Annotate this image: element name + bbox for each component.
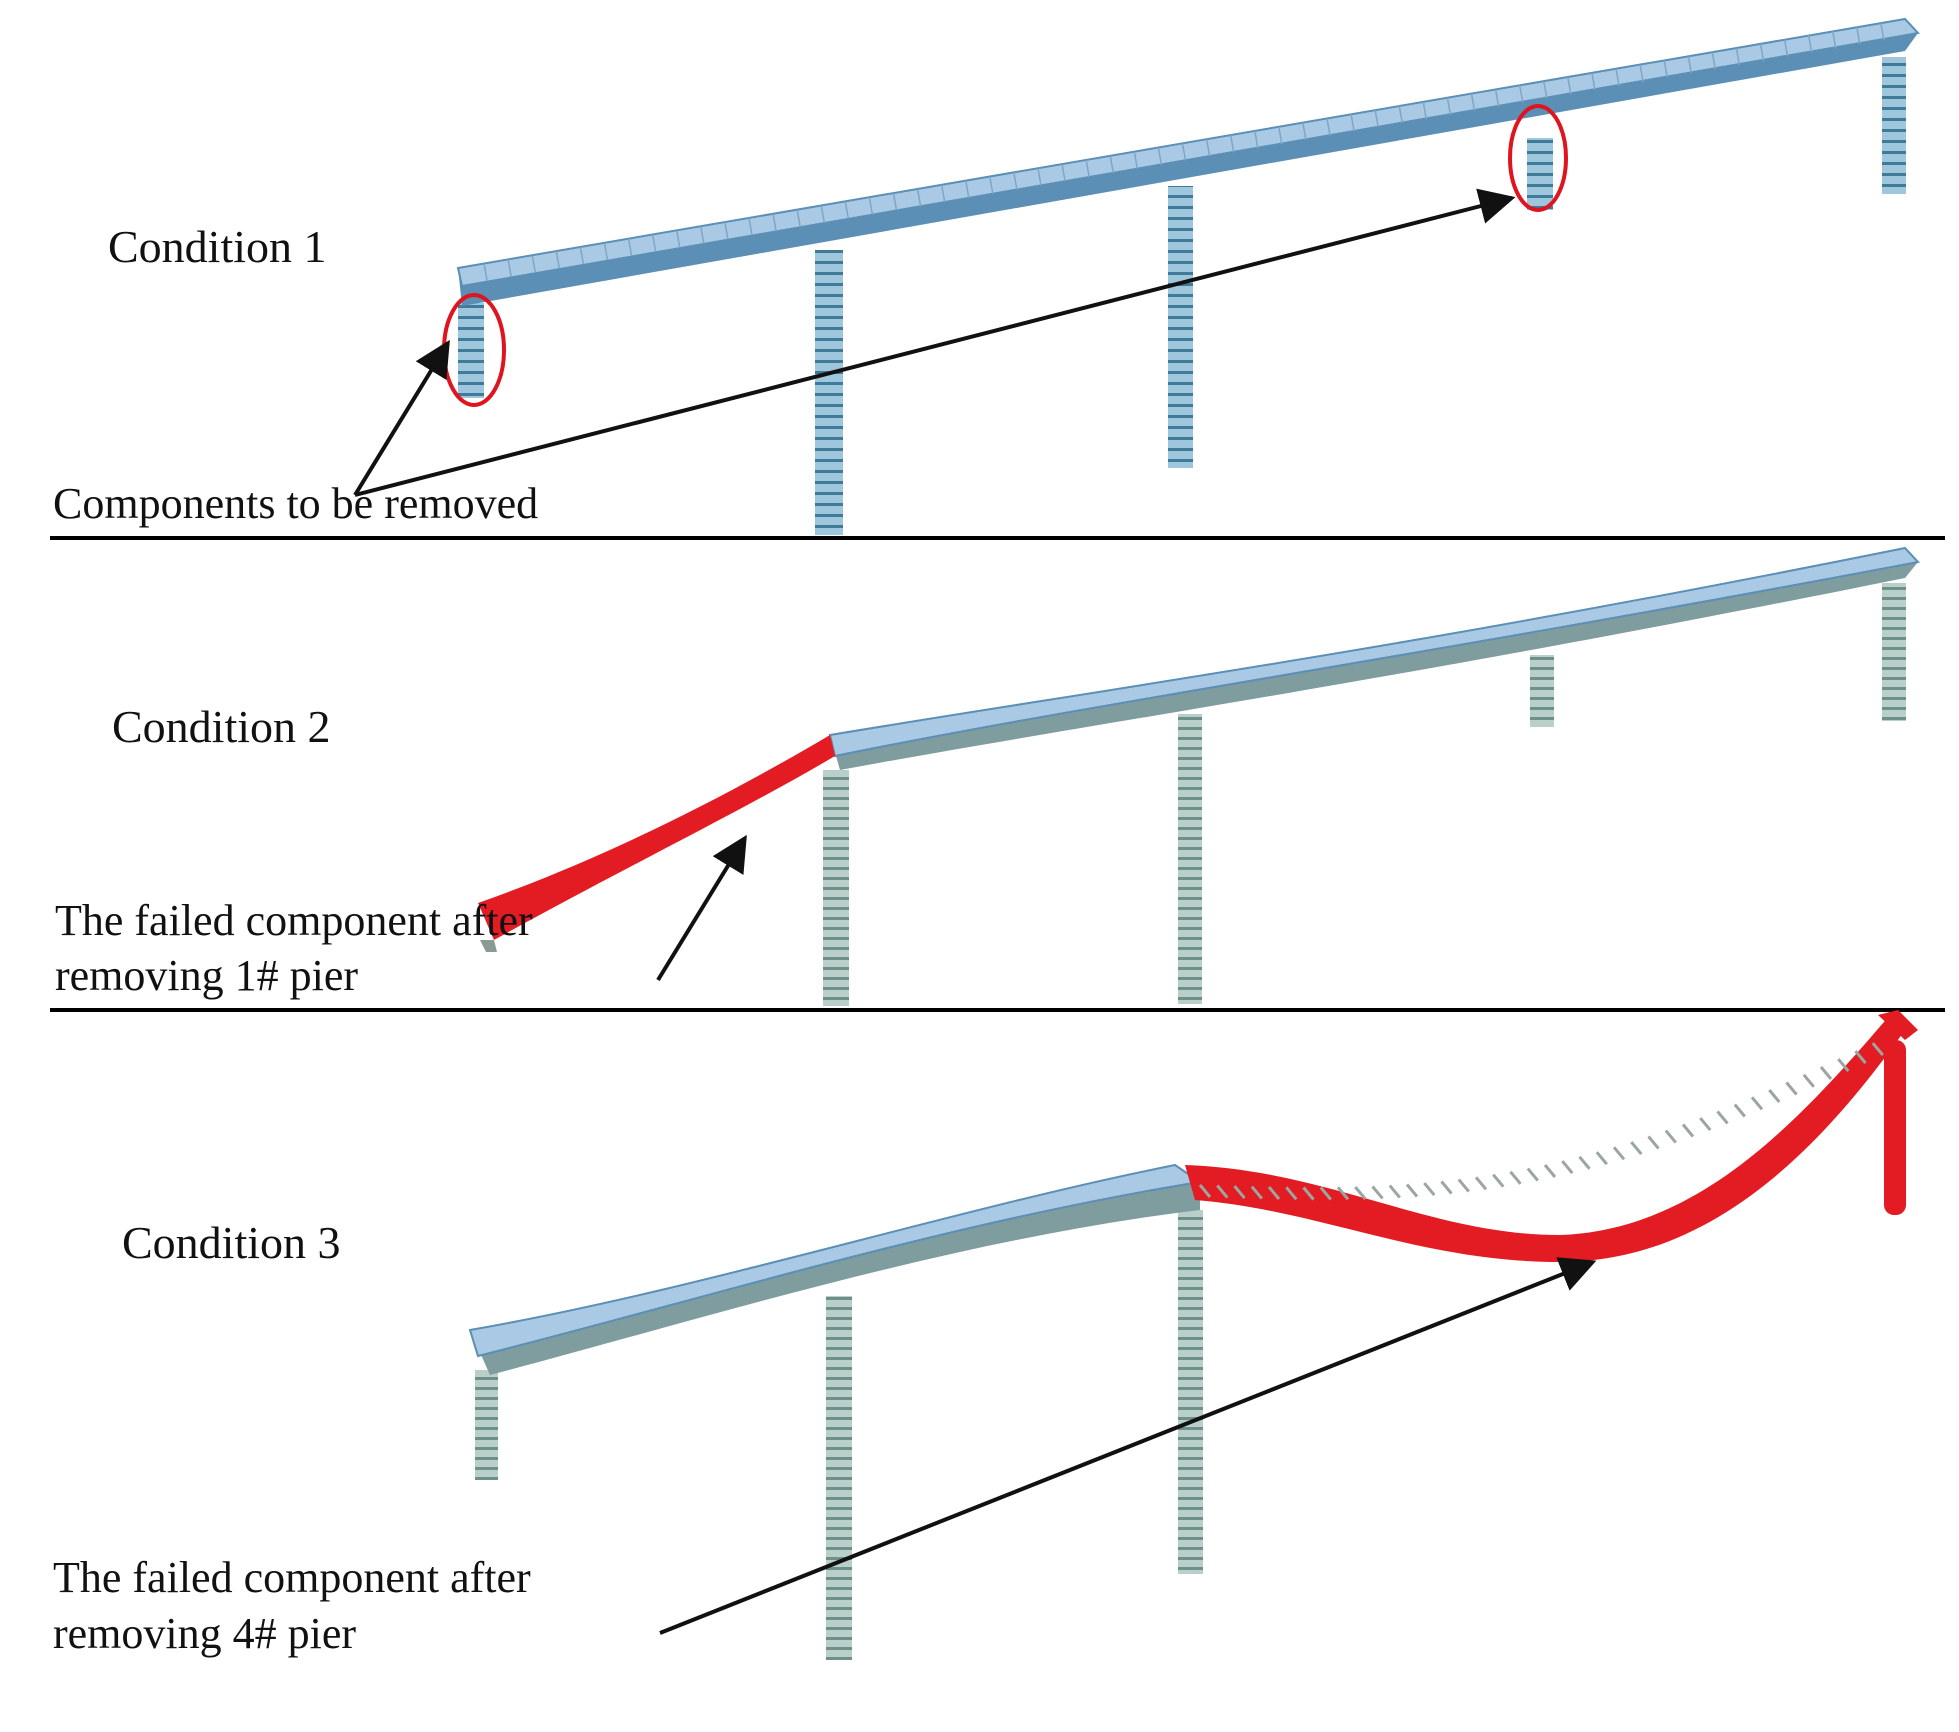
panel-condition-3: Condition 3 The failed component after r… [53,1010,1918,1660]
removal-circle-pier-4 [1508,104,1568,212]
pier-1 [458,303,484,398]
annotation-failed-line-1: The failed component after [55,896,533,945]
condition-2-label: Condition 2 [112,701,331,752]
pier-3 [1168,186,1193,468]
annotation-components-removed: Components to be removed [53,479,538,528]
pier-5 [1882,57,1906,194]
deck-segment-lines [483,23,1885,282]
pier-2 [826,1296,852,1660]
bridge-deck [828,546,1920,770]
pier-4 [1530,655,1554,727]
arrow-to-failed-span [656,834,747,982]
pier-5 [1882,583,1906,721]
failed-span-1 [478,735,835,952]
arrow-to-failed-spans [659,1257,1597,1635]
panel-condition-2: Condition 2 The failed component after r… [55,546,1920,1006]
arrow-to-pier-4 [354,188,1516,497]
pier-1 [475,1370,498,1480]
pier-3 [1178,714,1202,1004]
pier-2 [823,770,849,1006]
pier-4 [1527,138,1553,210]
annotation-failed-line-2: removing 1# pier [55,951,358,1000]
pier-3 [1178,1210,1203,1574]
failed-deck-cracks [1198,1042,1884,1201]
panel-condition-1: Condition 1 Components to be removed [53,17,1920,535]
annotation-failed-line-2: removing 4# pier [53,1609,356,1658]
bridge-deck [456,17,1920,306]
condition-3-label: Condition 3 [122,1217,341,1268]
pier-2 [815,250,843,535]
annotation-failed-line-1: The failed component after [53,1553,531,1602]
arrow-to-pier-1 [353,339,450,497]
condition-1-label: Condition 1 [108,221,327,272]
failed-spans-and-pier-5 [1185,1010,1918,1262]
